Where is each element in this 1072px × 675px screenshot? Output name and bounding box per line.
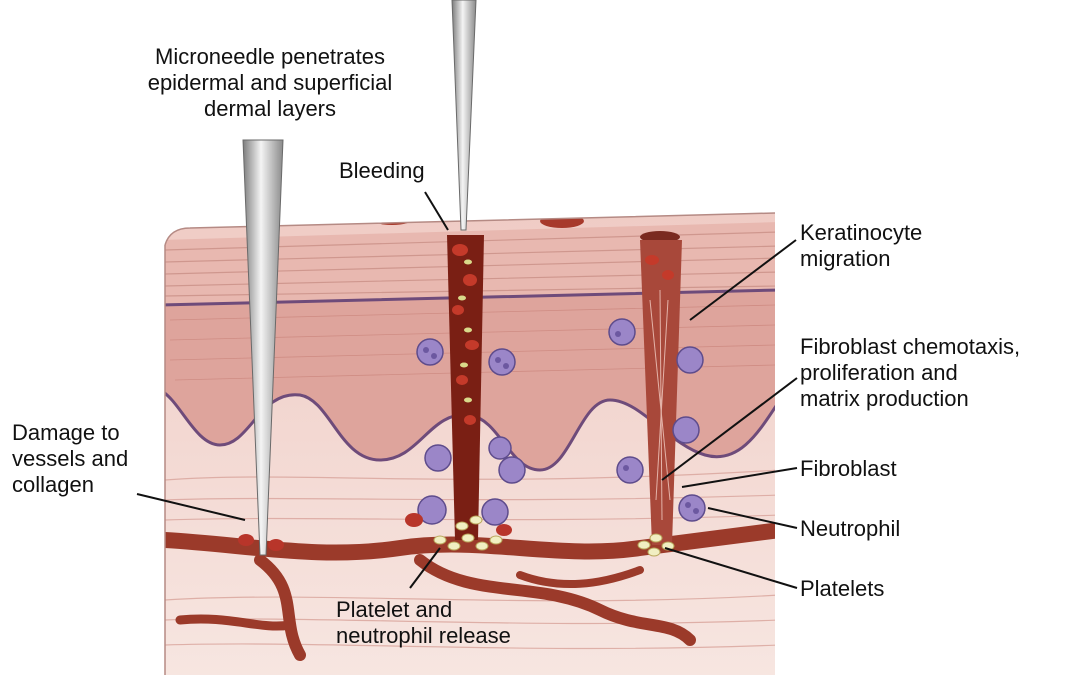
skin-block	[165, 213, 775, 675]
label-neutrophil: Neutrophil	[800, 516, 901, 541]
platelets	[433, 515, 675, 557]
label-damage-to-vessels: Damage to vessels and collagen	[12, 420, 129, 497]
label-platelets: Platelets	[800, 576, 885, 601]
microneedle-right	[451, 0, 477, 231]
label-keratinocyte-migration: Keratinocyte migration	[800, 220, 923, 271]
microneedle-left	[242, 139, 284, 556]
leader-lines	[136, 191, 798, 589]
label-microneedle-penetrates: Microneedle penetrates epidermal and sup…	[147, 44, 393, 121]
label-fibroblast-chemotaxis: Fibroblast chemotaxis, proliferation and…	[800, 334, 1021, 411]
neutrophils	[416, 318, 706, 526]
label-fibroblast: Fibroblast	[800, 456, 897, 481]
label-platelet-neutrophil-release: Platelet and neutrophil release	[336, 597, 511, 648]
label-bleeding: Bleeding	[339, 158, 425, 183]
